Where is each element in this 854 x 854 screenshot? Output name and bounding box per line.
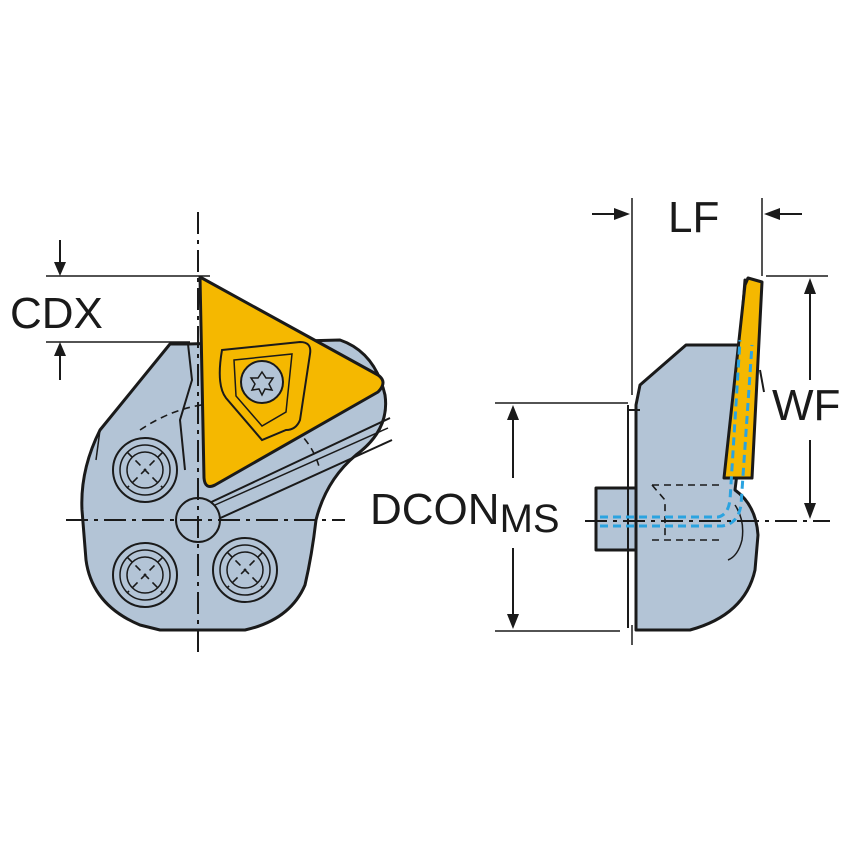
screw-bottom-left [112, 542, 178, 608]
lf-dimension: LF [592, 193, 802, 645]
insert-screw [240, 360, 284, 404]
screw-bottom-right [212, 537, 278, 603]
side-view: LF WF DCONMS [370, 193, 840, 645]
dcon-label: DCONMS [370, 485, 560, 541]
holder-ridge [204, 417, 393, 526]
dcon-main: DCON [370, 485, 500, 534]
hidden-arc [139, 402, 321, 471]
insert-pocket [218, 340, 312, 442]
insert-pocket-inner [233, 353, 293, 427]
shank [594, 486, 640, 552]
cdx-dimension: CDX [10, 240, 210, 380]
insert-side-tip [759, 369, 765, 393]
wf-dimension: WF [766, 275, 840, 519]
screw-top-left [112, 437, 178, 503]
torx-screw-icon [249, 370, 275, 397]
wf-label: WF [772, 381, 840, 430]
dcon-dimension: DCONMS [370, 402, 628, 632]
cutting-insert-front [198, 275, 385, 488]
side-hidden-step [651, 484, 720, 541]
front-view: CDX [10, 212, 393, 658]
holder-ridge-2 [214, 427, 389, 506]
holder-edge [178, 343, 194, 471]
lf-label: LF [668, 193, 719, 242]
cdx-label: CDX [10, 289, 103, 338]
holder-contour [95, 429, 101, 461]
coolant-channel [600, 339, 742, 519]
coolant-channel-2 [600, 344, 754, 528]
dcon-subscript: MS [500, 497, 560, 541]
